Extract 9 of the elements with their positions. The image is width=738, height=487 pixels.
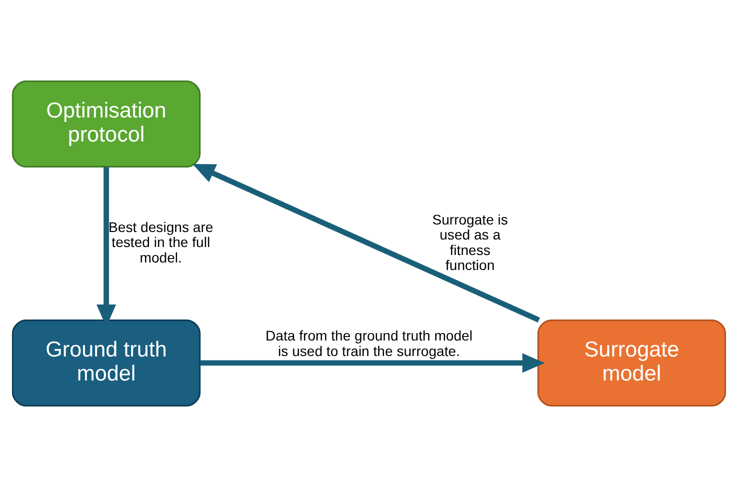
node-box: Ground truth model [12,319,201,406]
arrow [96,166,116,327]
edge-label: Best designs are tested in the full model. [108,219,214,266]
edge-label: Surrogate is used as a fitness function [432,211,508,273]
edge-label: Data from the ground truth model is used to train the surrogate. [266,328,472,359]
node-box: Surrogate model [537,319,726,406]
node-box: Optimisation protocol [12,80,201,168]
arrow [200,353,545,373]
arrow [192,164,540,323]
